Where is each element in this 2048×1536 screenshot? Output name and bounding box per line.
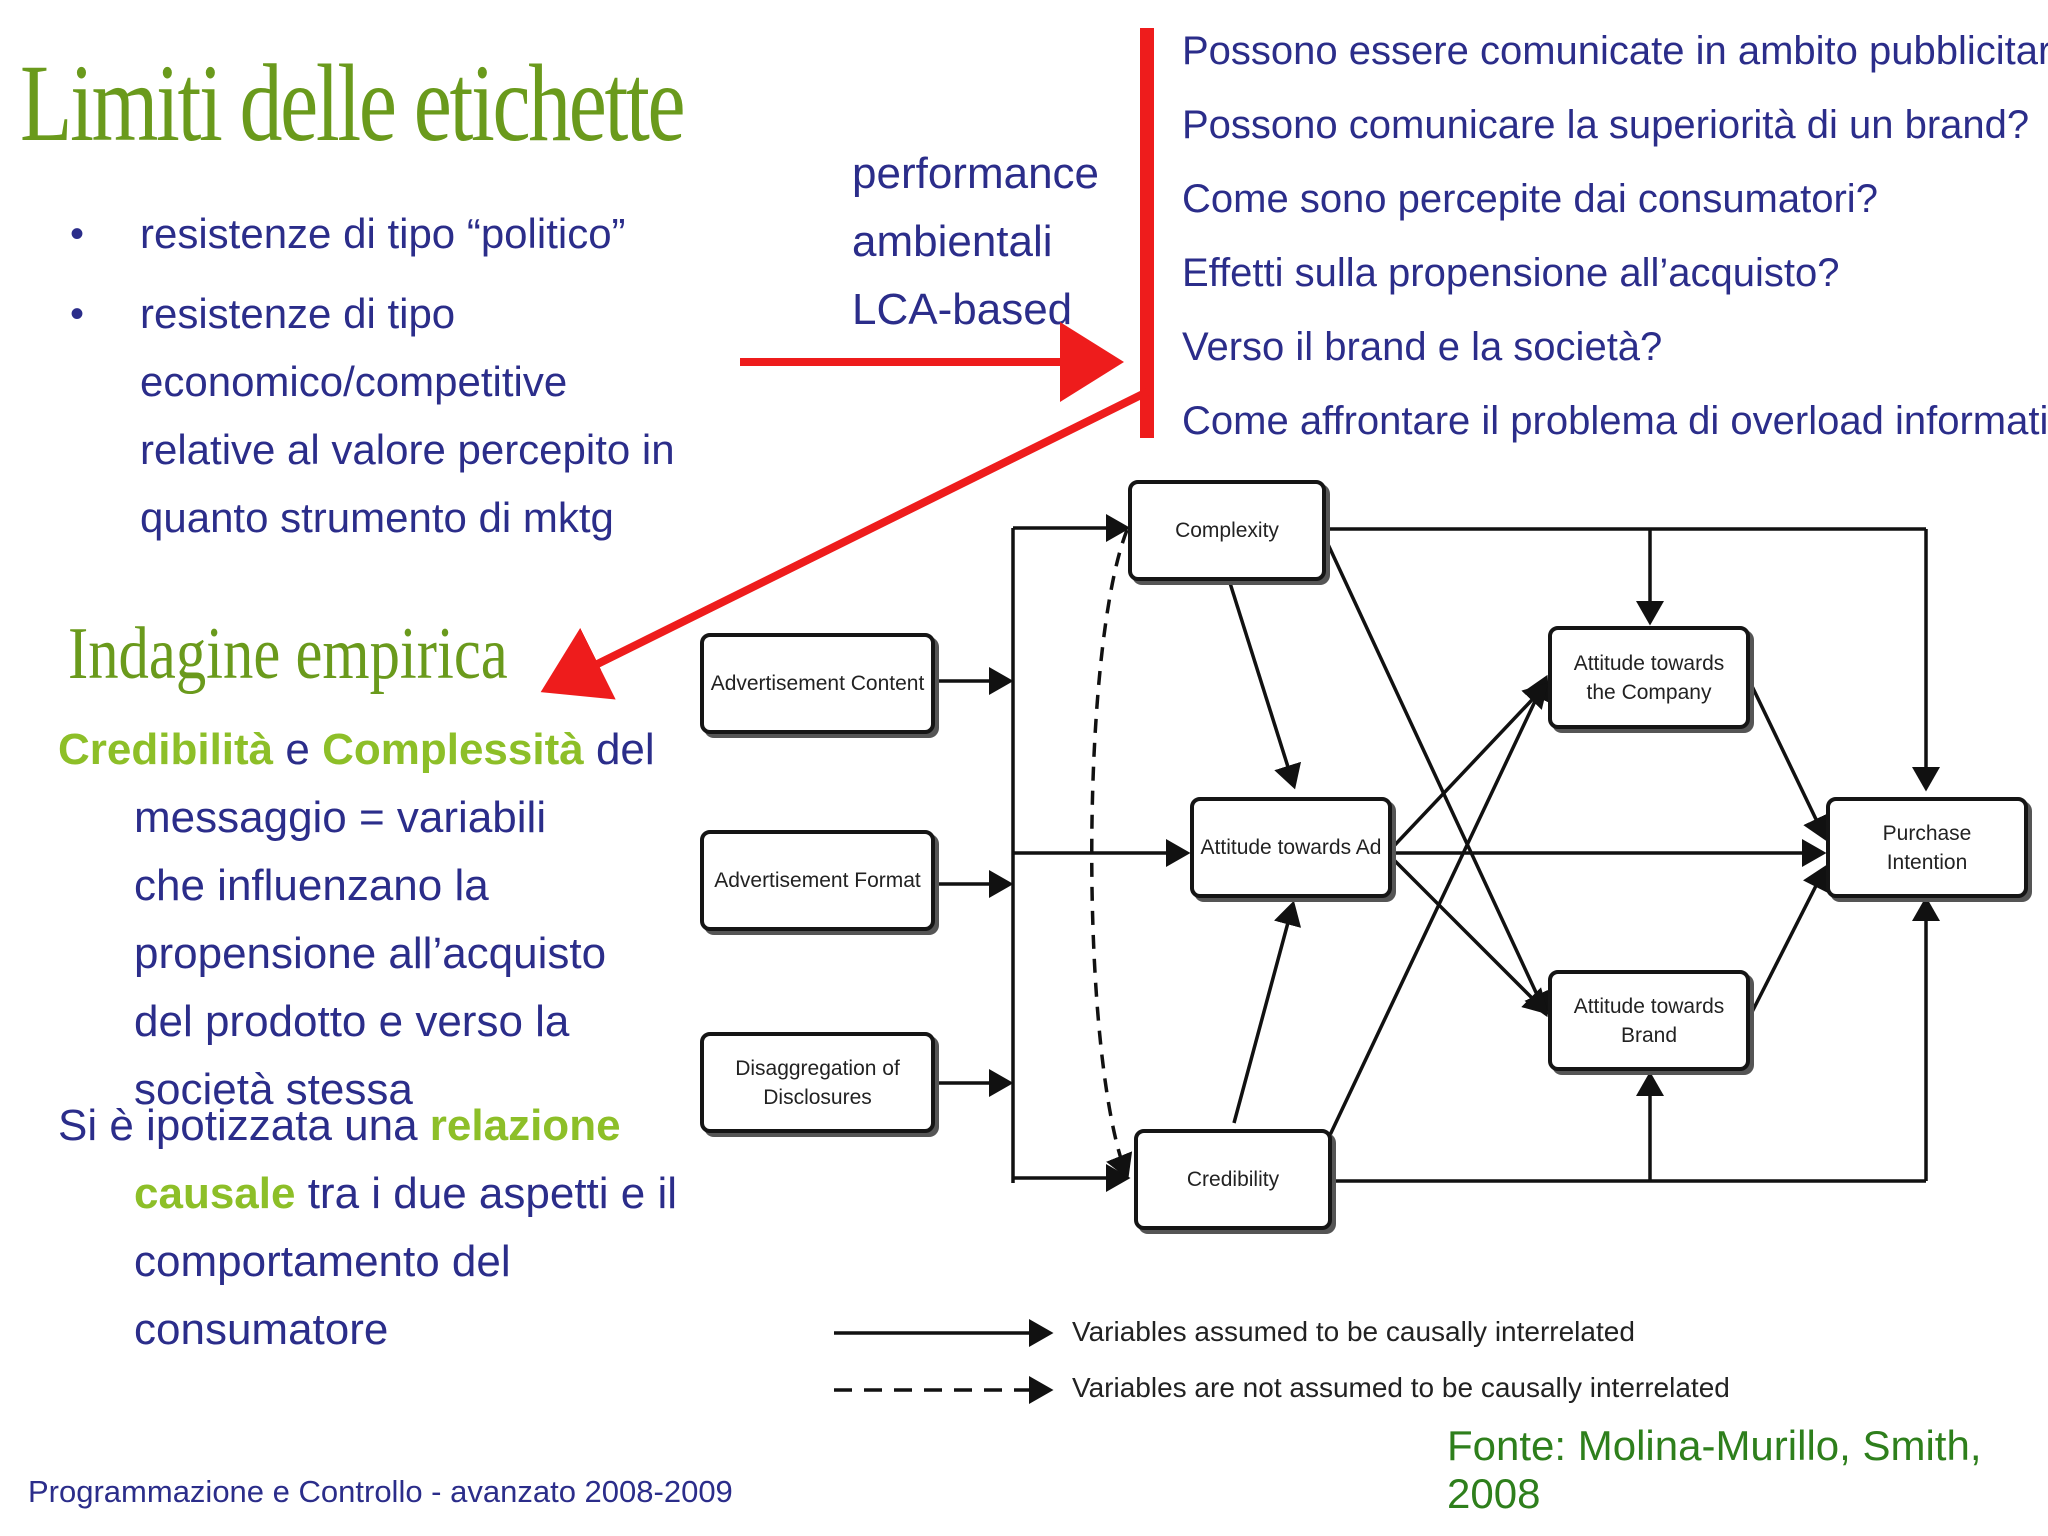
slide-title: Limiti delle etichette [20, 42, 686, 164]
question-item: Effetti sulla propensione all’acquisto? [1182, 251, 1840, 295]
question-item: Verso il brand e la società? [1182, 325, 1663, 369]
paragraph-text: del [583, 725, 655, 774]
paragraph-text: Si è ipotizzata una [58, 1101, 430, 1150]
node-complexity: Complexity [1128, 480, 1326, 581]
highlight-complexity: Complessità [322, 725, 584, 774]
question-item: Come sono percepite dai consumatori? [1182, 177, 1878, 221]
footer-text: Programmazione e Controllo - avanzato 20… [28, 1474, 733, 1509]
question-item: Possono essere comunicate in ambito pubb… [1182, 29, 2048, 73]
performance-line: ambientali [852, 217, 1053, 266]
question-item: Possono comunicare la superiorità di un … [1182, 103, 2030, 147]
paragraph-text: messaggio = variabili che influenzano la… [134, 793, 607, 1114]
red-arrow-diagonal [540, 388, 1149, 700]
bullet-list: resistenze di tipo “politico” resistenze… [70, 200, 770, 564]
source-citation: Fonte: Molina-Murillo, Smith, 2008 [1447, 1422, 1982, 1517]
performance-line: LCA-based [852, 285, 1073, 334]
node-attitude-brand: Attitude towards Brand [1548, 970, 1750, 1071]
section-subtitle: Indagine empirica [68, 613, 508, 695]
paragraph-text: e [273, 725, 323, 774]
node-attitude-ad: Attitude towards Ad [1190, 797, 1392, 898]
paragraph-text: tra i due aspetti e il comportamento del… [134, 1169, 678, 1354]
legend-solid: Variables assumed to be causally interre… [1072, 1316, 1635, 1347]
bullet-item: resistenze di tipo economico/competitive… [70, 280, 700, 552]
node-purchase-intention: Purchase Intention [1826, 797, 2028, 898]
node-disaggregation: Disaggregation of Disclosures [700, 1032, 935, 1133]
question-item: Come affrontare il problema di overload … [1182, 399, 2048, 443]
node-credibility: Credibility [1134, 1129, 1332, 1230]
highlight-causal: relazione causale [134, 1101, 621, 1218]
paragraph-credibility: Credibilità e Complessità del messaggio … [58, 716, 658, 1124]
highlight-credibility: Credibilità [58, 725, 274, 774]
performance-line: performance [852, 149, 1100, 198]
paragraph-causal: Si è ipotizzata una relazione causale tr… [58, 1092, 678, 1364]
legend-dashed: Variables are not assumed to be causally… [1072, 1372, 1730, 1403]
questions-list: Possono essere comunicate in ambito pubb… [1182, 14, 2048, 458]
performance-label: performance ambientali LCA-based [852, 140, 1099, 344]
node-attitude-company: Attitude towards the Company [1548, 626, 1750, 729]
node-advertisement-format: Advertisement Format [700, 830, 935, 931]
node-advertisement-content: Advertisement Content [700, 633, 935, 734]
bullet-item: resistenze di tipo “politico” [70, 200, 770, 268]
